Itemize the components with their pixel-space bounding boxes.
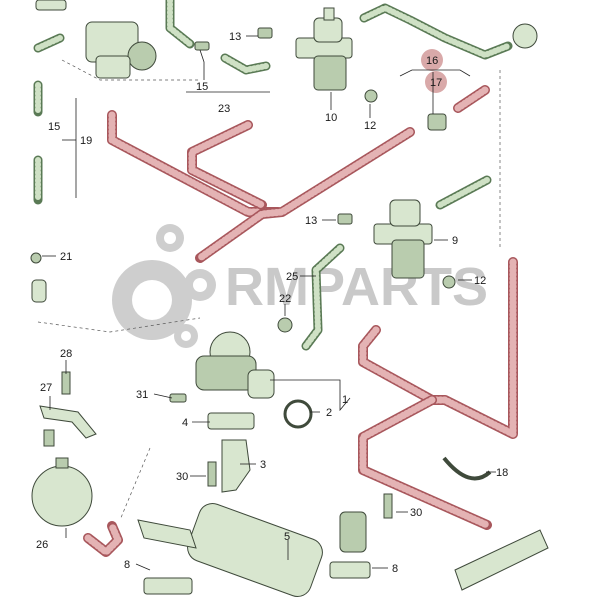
- callout-1: 1: [342, 394, 348, 406]
- callout-26: 26: [36, 539, 48, 551]
- callout-13b: 13: [305, 215, 317, 227]
- callout-labels: 1 2 3 4 5 8 8 9 10 12 12 13 13 15 15 16 …: [36, 31, 508, 575]
- highlight-17: [425, 71, 447, 93]
- callout-28: 28: [60, 348, 72, 360]
- pressure-converter-left: [35, 0, 157, 79]
- callout-22: 22: [279, 293, 291, 305]
- callout-9: 9: [452, 235, 458, 247]
- callout-12a: 12: [364, 120, 376, 132]
- callout-10: 10: [325, 112, 337, 124]
- watermark-text: RMPARTS: [225, 257, 488, 317]
- connector-fittings: [30, 23, 538, 333]
- callout-27: 27: [40, 382, 52, 394]
- highlight-16: [421, 49, 443, 71]
- green-hose-network: [33, 0, 513, 351]
- callout-25: 25: [286, 271, 298, 283]
- clip-and-pipe: [442, 456, 549, 591]
- red-hose-network: [83, 85, 518, 557]
- watermark-gear-icon: [112, 224, 216, 348]
- callout-15b: 15: [48, 121, 60, 133]
- callout-31: 31: [136, 389, 148, 401]
- dashed-guides: [37, 59, 501, 521]
- egr-cooler: [137, 503, 371, 597]
- callout-4: 4: [182, 417, 188, 429]
- callout-15a: 15: [196, 81, 208, 93]
- callout-30a: 30: [176, 471, 188, 483]
- callout-21: 21: [60, 251, 72, 263]
- callout-5: 5: [284, 531, 290, 543]
- callout-3: 3: [260, 459, 266, 471]
- callout-8b: 8: [392, 563, 398, 575]
- callout-8a: 8: [124, 559, 130, 571]
- callout-12b: 12: [474, 275, 486, 287]
- callout-2: 2: [326, 407, 332, 419]
- callout-16: 16: [426, 55, 438, 67]
- bolts: [207, 461, 393, 519]
- callout-30b: 30: [410, 507, 422, 519]
- egr-valve: [169, 331, 313, 493]
- callout-23: 23: [218, 103, 230, 115]
- callout-17: 17: [430, 77, 442, 89]
- callout-13a: 13: [229, 31, 241, 43]
- solenoid-valve-9: [373, 199, 433, 279]
- reservoir-and-bracket: [31, 371, 97, 527]
- leader-lines: [42, 35, 496, 571]
- callout-18: 18: [496, 467, 508, 479]
- callout-19: 19: [80, 135, 92, 147]
- solenoid-valve-10: [295, 7, 353, 91]
